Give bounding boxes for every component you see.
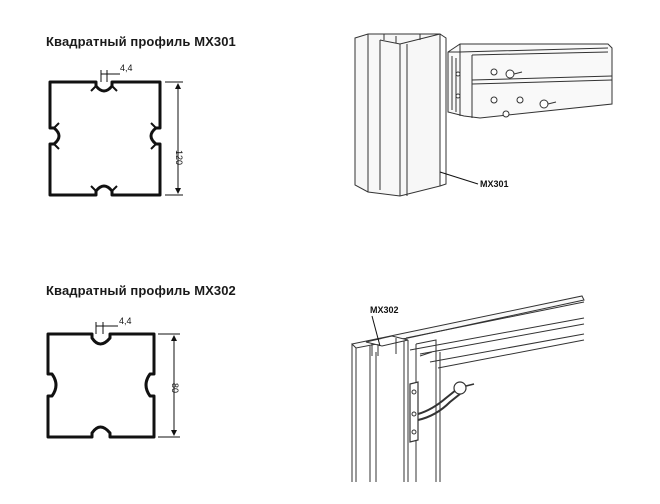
mx302-assembly-illustration <box>350 295 585 482</box>
mx301-callout-label: MX301 <box>480 179 509 189</box>
mx301-height-dimension: 120 <box>174 150 184 165</box>
mx301-slot-dimension: 4,4 <box>120 63 133 73</box>
profile-mx301-title: Квадратный профиль МХ301 <box>46 34 236 49</box>
mx301-cross-section <box>48 70 183 197</box>
mx302-callout-label: MX302 <box>370 305 399 315</box>
mx302-cross-section <box>46 322 180 439</box>
mx301-assembly-illustration <box>354 33 613 197</box>
mx302-slot-dimension: 4,4 <box>119 316 132 326</box>
mx302-height-dimension: 80 <box>170 383 180 393</box>
profile-mx302-title: Квадратный профиль МХ302 <box>46 283 236 298</box>
